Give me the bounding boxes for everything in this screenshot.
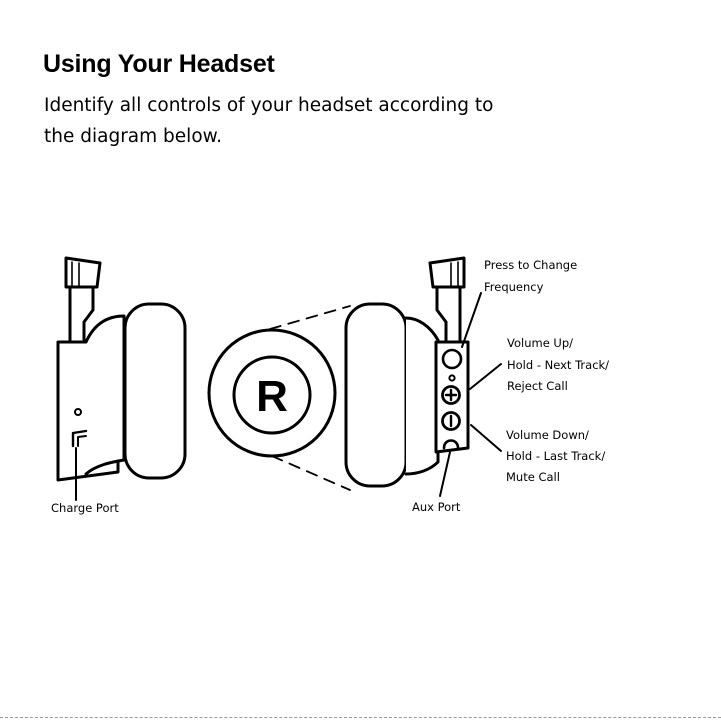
label-aux-port: Aux Port <box>412 500 461 514</box>
minus-icon <box>443 413 460 430</box>
label-press-line-1: Press to Change <box>484 258 577 272</box>
volume-down-pointer <box>471 425 501 451</box>
label-volume-up-line-2: Hold - Next Track/ <box>507 358 609 372</box>
label-volume-up-line-1: Volume Up/ <box>507 336 573 350</box>
aux-port-pointer <box>440 452 450 496</box>
left-earcup <box>58 258 185 480</box>
center-badge-letter: R <box>256 372 288 421</box>
plus-icon <box>443 387 460 404</box>
frequency-pointer <box>462 293 481 347</box>
page-edge-divider <box>0 717 721 718</box>
label-press-line-2: Frequency <box>484 280 544 294</box>
label-volume-down-line-3: Mute Call <box>506 470 560 484</box>
label-volume-down-line-1: Volume Down/ <box>506 428 589 442</box>
label-charge-port: Charge Port <box>51 501 119 515</box>
frequency-button <box>443 350 461 368</box>
label-volume-down-line-2: Hold - Last Track/ <box>506 449 605 463</box>
volume-up-pointer <box>470 364 501 389</box>
label-volume-up-line-3: Reject Call <box>507 379 568 393</box>
